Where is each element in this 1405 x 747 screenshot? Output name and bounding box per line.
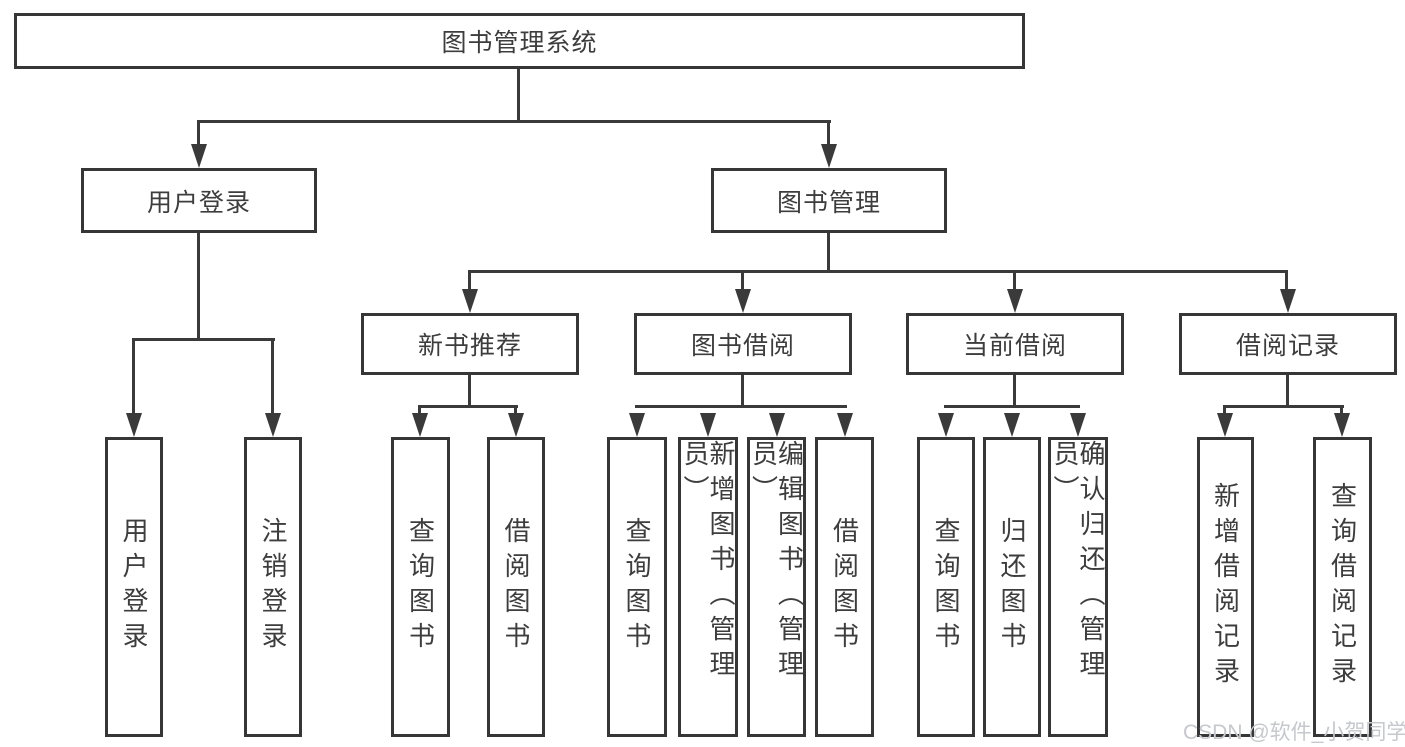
connector-bookmgmt-drop4 [1285,270,1288,295]
arrowhead [1070,413,1086,437]
connector-root-drop-right [827,120,830,150]
connector-root-drop-left [197,120,200,150]
node-book-management-label: 图书管理 [776,188,881,217]
node-borrow-records: 借阅记录 [1179,313,1397,375]
leaf-query-books-recommend-label: 查询图书 [405,517,436,657]
connector-borrow-bar [635,405,847,408]
arrowhead [837,413,853,437]
node-book-borrow-label: 图书借阅 [690,332,795,360]
arrowhead [1007,289,1023,313]
connector-bookmgmt-drop1 [468,270,471,295]
leaf-borrow-books-label: 借阅图书 [829,517,860,657]
leaf-edit-book-admin-label: 编辑图书（管理员） [748,440,805,685]
node-root: 图书管理系统 [14,13,1025,69]
leaf-query-books-borrow-label: 查询图书 [622,517,652,657]
node-new-book-recommend: 新书推荐 [361,313,579,375]
connector-bookmgmt-drop3 [1013,270,1016,295]
connector-recommend-drop2 [514,405,517,417]
leaf-add-book-admin-label: 新增图书（管理员） [680,440,736,685]
leaf-user-login: 用户登录 [105,437,163,737]
arrowhead [126,413,142,437]
arrowhead [735,289,751,313]
node-current-borrow-label: 当前借阅 [962,332,1067,360]
arrowhead [700,413,716,437]
connector-records-drop1 [1223,405,1226,417]
arrowhead [1280,289,1296,313]
leaf-add-borrow-record: 新增借阅记录 [1197,437,1254,737]
leaf-query-books-borrow: 查询图书 [607,437,667,737]
leaf-borrow-books: 借阅图书 [815,437,874,737]
arrowhead [265,413,281,437]
leaf-query-borrow-record-label: 查询借阅记录 [1327,482,1358,692]
connector-records-bar [1223,405,1344,408]
arrowhead [1334,413,1350,437]
node-book-borrow: 图书借阅 [634,313,852,375]
connector-bookmgmt-drop2 [741,270,744,295]
connector-borrow-stem [741,375,744,405]
connector-userlogin-stem [197,233,200,338]
leaf-return-book: 归还图书 [983,437,1041,737]
leaf-query-books-recommend: 查询图书 [391,437,450,737]
arrowhead [462,289,478,313]
leaf-user-login-label: 用户登录 [119,517,149,657]
arrowhead [412,413,428,437]
leaf-confirm-return-admin-label: 确认归还（管理员） [1050,440,1106,685]
watermark: CSDN @软件_小贺同学 [1183,721,1405,744]
arrowhead [1004,413,1020,437]
arrowhead [1217,413,1233,437]
connector-recommend-stem [468,375,471,405]
arrowhead [769,413,785,437]
leaf-query-books-current: 查询图书 [917,437,975,737]
connector-current-stem [1013,375,1016,405]
connector-bookmgmt-bar [468,270,1288,273]
leaf-logout-label: 注销登录 [258,517,288,657]
connector-bookmgmt-stem [827,233,830,273]
connector-records-drop2 [1340,405,1343,417]
leaf-logout: 注销登录 [244,437,302,737]
connector-current-bar [944,405,1080,408]
arrowhead [629,413,645,437]
node-root-label: 图书管理系统 [441,29,598,57]
node-user-login-label: 用户登录 [146,188,251,217]
node-book-management: 图书管理 [711,168,947,233]
connector-records-stem [1286,375,1289,405]
leaf-add-book-admin: 新增图书（管理员） [678,437,738,737]
connector-root-bar [197,120,831,123]
leaf-confirm-return-admin: 确认归还（管理员） [1048,437,1108,737]
node-user-login: 用户登录 [81,168,317,233]
leaf-add-borrow-record-label: 新增借阅记录 [1210,482,1241,692]
leaf-borrow-books-recommend-label: 借阅图书 [501,517,531,657]
arrowhead [508,413,524,437]
leaf-return-book-label: 归还图书 [997,517,1027,657]
arrowhead [938,413,954,437]
connector-root-stem [517,69,520,120]
leaf-borrow-books-recommend: 借阅图书 [487,437,545,737]
leaf-edit-book-admin: 编辑图书（管理员） [747,437,806,737]
node-current-borrow: 当前借阅 [906,313,1124,375]
node-new-book-recommend-label: 新书推荐 [417,332,522,360]
connector-userlogin-drop1 [132,338,135,416]
leaf-query-books-current-label: 查询图书 [931,517,961,657]
node-borrow-records-label: 借阅记录 [1235,332,1340,360]
connector-userlogin-bar [132,338,275,341]
connector-recommend-bar [418,405,518,408]
connector-userlogin-drop2 [271,338,274,416]
leaf-query-borrow-record: 查询借阅记录 [1313,437,1372,737]
connector-recommend-drop1 [418,405,421,417]
arrowhead [191,144,207,168]
arrowhead [821,144,837,168]
